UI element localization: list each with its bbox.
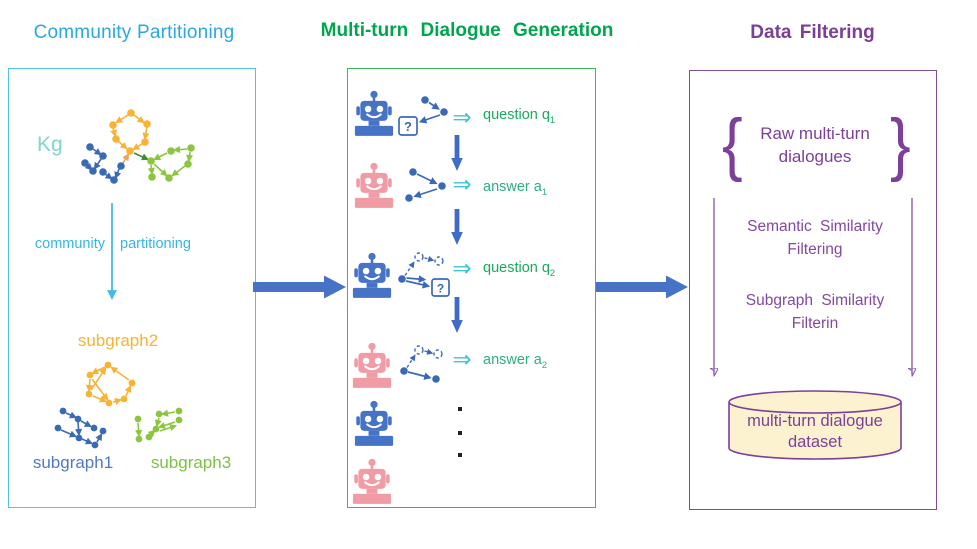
- implies-arrow-icon: ⇒: [452, 105, 472, 131]
- filter-flow-arrow-right: [906, 198, 918, 386]
- subgraph1-label: subgraph1: [32, 453, 114, 472]
- robot-pink-icon: [352, 341, 392, 391]
- answer-graph-icon: [400, 166, 450, 206]
- kg-orange-edge: [122, 153, 130, 164]
- ellipsis-dot: [458, 453, 462, 457]
- answer-graph-dashed-icon: [396, 343, 451, 388]
- community-label: community: [34, 236, 105, 252]
- turn-down-arrow-icon: [450, 135, 464, 172]
- question-graph-icon: [396, 93, 451, 138]
- turn-down-arrow-icon: [450, 297, 464, 334]
- kg-darkgreen-edge: [133, 152, 149, 161]
- subgraph-similarity-filtering-label: Subgraph Similarity Filterin: [745, 292, 885, 333]
- robot-blue-icon: [354, 89, 394, 139]
- subgraph2-label: subgraph2: [77, 331, 159, 350]
- community-partitioning-panel: Kg community partitioning subgraph2 subg…: [8, 68, 256, 508]
- data-filtering-panel: { } Raw multi-turn dialogues Semantic Si…: [689, 70, 937, 510]
- title-multiturn-dialogue-generation: Multi-turn Dialogue Generation: [320, 20, 614, 41]
- subgraph1-cluster: [60, 411, 103, 445]
- brace-left: {: [722, 105, 743, 184]
- raw-dialogues-label: Raw multi-turn dialogues: [760, 124, 870, 166]
- robot-blue-icon: [354, 399, 394, 449]
- subgraph1-nodes: [54, 407, 107, 449]
- dialogue-generation-panel: ⇒ question q1 ⇒ answer a1 ⇒ question q2 …: [347, 68, 596, 508]
- kg-green-nodes: [147, 144, 195, 182]
- turn-down-arrow-icon: [450, 209, 464, 246]
- subgraph2-nodes: [85, 361, 136, 407]
- robot-blue-icon: [352, 251, 392, 301]
- implies-arrow-icon: ⇒: [452, 172, 472, 198]
- subgraph2-cluster: [85, 366, 132, 405]
- kg-label: Kg: [37, 133, 63, 156]
- subgraph3-cluster: [134, 409, 178, 438]
- knowledge-graph-and-subgraphs: [54, 109, 195, 449]
- dataset-cylinder-icon: [728, 390, 902, 460]
- question-q2-label: question q2: [483, 260, 556, 278]
- title-community-partitioning: Community Partitioning: [33, 22, 235, 43]
- answer-a1-label: answer a1: [483, 179, 548, 197]
- flow-arrow-left-to-mid: [253, 274, 347, 300]
- kg-green-cluster: [147, 145, 194, 177]
- ellipsis-dot: [458, 431, 462, 435]
- semantic-similarity-filtering-label: Semantic Similarity Filtering: [747, 218, 883, 259]
- flow-arrow-mid-to-right: [595, 274, 689, 300]
- robot-pink-icon: [352, 457, 392, 507]
- answer-a2-label: answer a2: [483, 352, 548, 370]
- filter-flow-arrow-left: [708, 198, 720, 386]
- implies-arrow-icon: ⇒: [452, 347, 472, 373]
- brace-right: }: [890, 105, 911, 184]
- question-graph-dashed-icon: [394, 249, 454, 299]
- kg-blue-nodes: [81, 143, 125, 184]
- question-q1-label: question q1: [483, 107, 556, 125]
- dataset-label: multi-turn dialogue dataset: [747, 412, 883, 452]
- robot-pink-icon: [354, 161, 394, 211]
- kg-yellow-nodes: [109, 109, 151, 155]
- title-data-filtering: Data Filtering: [750, 22, 875, 43]
- kg-yellow-cluster: [110, 114, 150, 151]
- subgraph3-label: subgraph3: [150, 453, 232, 472]
- partitioning-label: partitioning: [120, 236, 191, 252]
- implies-arrow-icon: ⇒: [452, 256, 472, 282]
- ellipsis-dot: [458, 407, 462, 411]
- subgraph3-nodes: [134, 407, 183, 443]
